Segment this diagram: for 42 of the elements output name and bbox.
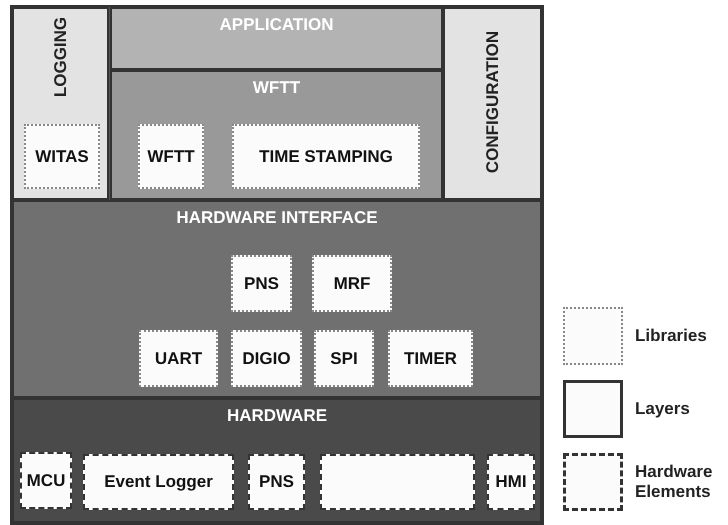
- library-box: [139, 330, 218, 387]
- layer-band: [110, 70, 443, 200]
- layer-column: [12, 7, 109, 200]
- library-box: [388, 330, 473, 387]
- library-name: WFTT: [147, 146, 195, 166]
- hardware-element-box: [487, 454, 535, 510]
- layer-column: [443, 7, 542, 200]
- hardware-element-box: [20, 452, 72, 509]
- layer-band: [12, 398, 542, 523]
- legend-label: Libraries: [635, 326, 708, 346]
- layer-band: [12, 200, 542, 398]
- layer-title: LOGGING: [50, 16, 71, 98]
- layer-title: APPLICATION: [218, 15, 334, 35]
- library-box: [312, 255, 392, 312]
- legend-label: Layers: [635, 399, 691, 419]
- hardware-element-box: [83, 454, 234, 510]
- hardware-element-name: Event Logger: [104, 472, 213, 492]
- library-box: [314, 330, 374, 387]
- hardware-element-box: [320, 454, 475, 510]
- library-box: [138, 124, 204, 189]
- library-name: WITAS: [35, 146, 89, 166]
- library-name: TIMER: [404, 348, 457, 368]
- library-box: [232, 124, 420, 189]
- library-name: MRF: [334, 274, 370, 294]
- layer-title: HARDWARE: [226, 406, 328, 426]
- layer-title: CONFIGURATION: [482, 30, 503, 174]
- library-name: PNS: [244, 274, 279, 294]
- hardware-element-name: MCU: [26, 470, 66, 490]
- layer-band: [110, 7, 443, 70]
- library-box: [231, 255, 292, 312]
- library-name: DIGIO: [242, 348, 291, 368]
- legend-label: Hardware Elements: [635, 462, 714, 502]
- library-name: TIME STAMPING: [259, 146, 393, 166]
- library-box: [231, 330, 302, 387]
- layer-title: HARDWARE INTERFACE: [175, 208, 379, 228]
- library-name: SPI: [330, 348, 358, 368]
- hardware-element-name: PNS: [259, 472, 294, 492]
- hardware-element-box: [248, 454, 305, 510]
- library-name: UART: [154, 348, 202, 368]
- layer-title: WFTT: [252, 78, 302, 98]
- library-box: [24, 124, 100, 189]
- hardware-element-name: HMI: [495, 472, 527, 492]
